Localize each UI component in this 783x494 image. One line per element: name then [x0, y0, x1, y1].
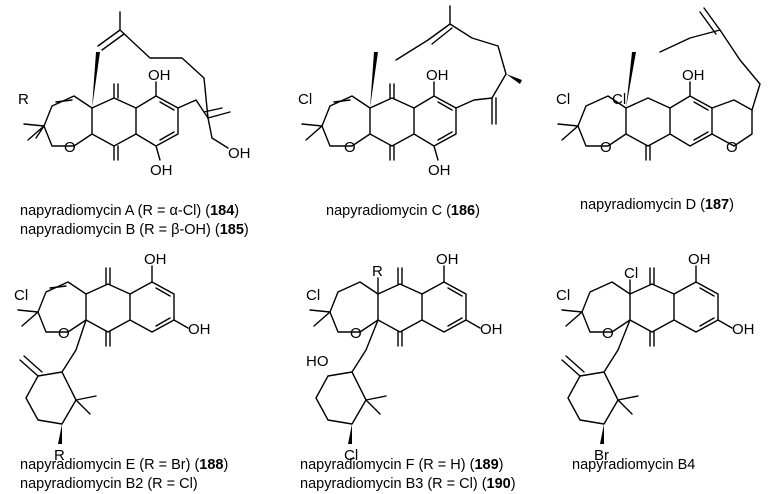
atom-r: R	[372, 263, 383, 280]
caption-line: napyradiomycin B (R = β-OH) (185)	[20, 222, 249, 238]
atom-cl: Cl	[624, 265, 638, 282]
atom-oh: OH	[732, 321, 755, 338]
atom-oh: OH	[682, 67, 705, 84]
caption-line: napyradiomycin D (187)	[580, 197, 734, 213]
atom-oh: OH	[144, 251, 167, 268]
atom-oh: OH	[188, 321, 211, 338]
structure-napyradiomycin-f: Cl R HO OH OH O Cl	[306, 251, 503, 464]
atom-o: O	[726, 139, 738, 156]
atom-cl: Cl	[306, 287, 320, 304]
caption-napyradiomycin-a-b: napyradiomycin A (R = α-Cl) (184) napyra…	[20, 202, 249, 240]
atom-o: O	[64, 139, 76, 156]
atom-o: O	[602, 325, 614, 342]
caption-napyradiomycin-d: napyradiomycin D (187)	[580, 196, 734, 215]
atom-cl: Cl	[344, 447, 358, 464]
structure-napyradiomycin-e: Cl OH OH O R	[14, 251, 211, 464]
caption-line: napyradiomycin B2 (R = Cl)	[20, 476, 198, 492]
caption-line: napyradiomycin C (186)	[326, 203, 480, 219]
atom-ho: HO	[306, 353, 329, 370]
atom-oh: OH	[426, 67, 449, 84]
compound-number: 190	[486, 476, 511, 492]
compound-number: 187	[704, 197, 730, 213]
compound-number: 185	[219, 222, 244, 238]
atom-oh: OH	[148, 67, 171, 84]
caption-napyradiomycin-b4: napyradiomycin B4	[572, 456, 695, 475]
caption-napyradiomycin-e: napyradiomycin E (R = Br) (188) napyradi…	[20, 456, 228, 494]
atom-cl: Cl	[14, 287, 28, 304]
atom-o: O	[600, 139, 612, 156]
atom-oh: OH	[428, 162, 451, 179]
caption-line: napyradiomycin E (R = Br) (188)	[20, 457, 229, 473]
atom-cl: Cl	[612, 91, 626, 108]
compound-number: 184	[210, 203, 235, 219]
compound-number: 189	[474, 457, 499, 473]
caption-line: napyradiomycin F (R = H) (189)	[300, 457, 504, 473]
atom-oh: OH	[150, 162, 173, 179]
caption-napyradiomycin-f: napyradiomycin F (R = H) (189) napyradio…	[300, 456, 516, 494]
caption-napyradiomycin-c: napyradiomycin C (186)	[326, 202, 480, 221]
structure-napyradiomycin-a-b: R OH OH OH O	[18, 11, 251, 179]
structure-napyradiomycin-b4: Cl Cl OH OH O Br	[556, 251, 755, 464]
atom-o: O	[344, 139, 356, 156]
structure-napyradiomycin-c: Cl OH OH O	[298, 5, 522, 179]
compound-number: 186	[450, 203, 476, 219]
atom-oh: OH	[480, 321, 503, 338]
atom-r: R	[18, 91, 29, 108]
atom-o: O	[58, 325, 70, 342]
atom-cl: Cl	[556, 287, 570, 304]
compound-number: 188	[199, 457, 224, 473]
caption-line: napyradiomycin A (R = α-Cl) (184)	[20, 203, 240, 219]
atom-o: O	[350, 325, 362, 342]
atom-br: Br	[594, 447, 609, 464]
caption-line: napyradiomycin B3 (R = Cl) (190)	[300, 476, 516, 492]
atom-oh: OH	[436, 251, 459, 268]
atom-oh: OH	[688, 251, 711, 268]
structure-napyradiomycin-d: Cl Cl OH O O	[556, 7, 761, 161]
atom-r: R	[54, 447, 65, 464]
atom-oh: OH	[228, 145, 251, 162]
atom-cl: Cl	[556, 91, 570, 108]
atom-cl: Cl	[298, 91, 312, 108]
caption-line: napyradiomycin B4	[572, 457, 696, 473]
